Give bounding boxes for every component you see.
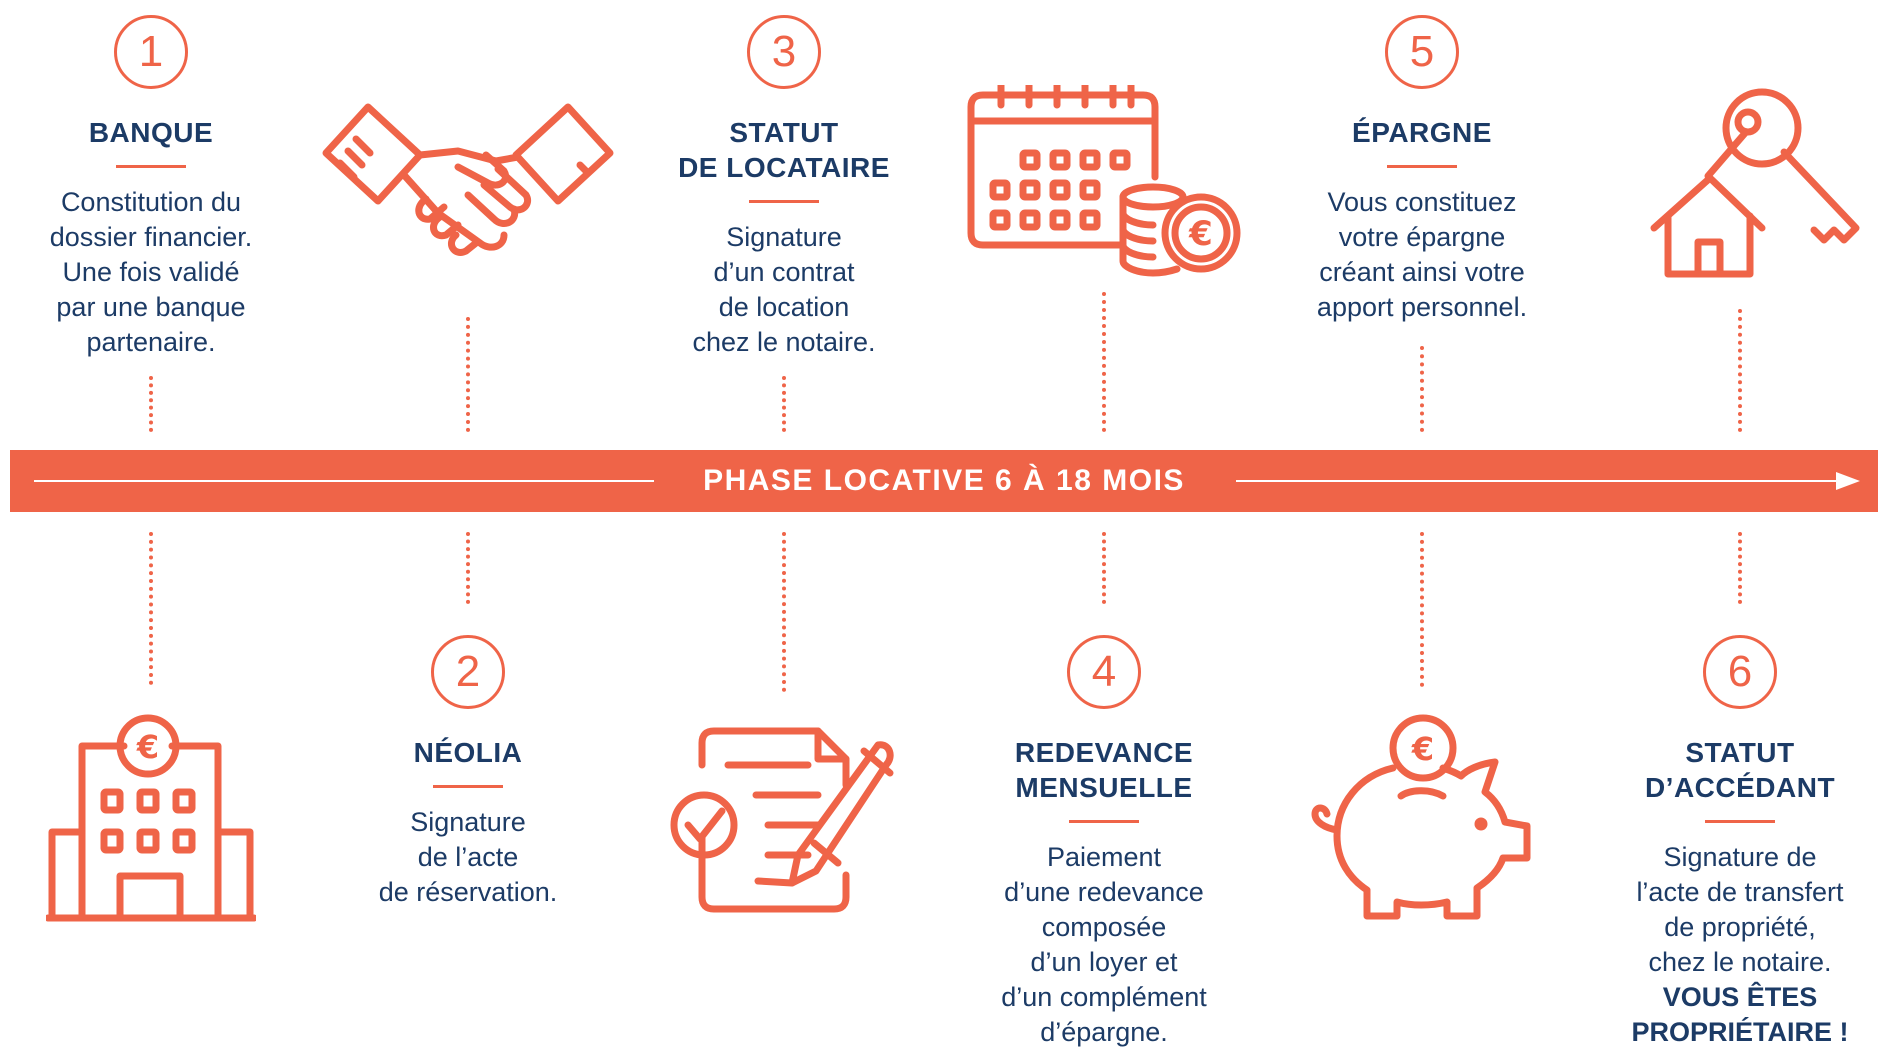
step-5-divider: [1387, 165, 1457, 168]
svg-text:€: €: [1411, 730, 1434, 768]
handshake-icon: [318, 95, 618, 275]
svg-text:€: €: [136, 728, 159, 766]
connector-step-1: [149, 376, 157, 432]
connector-step-4: [1102, 532, 1110, 604]
calendar-coins-icon: €: [965, 85, 1245, 285]
step-5-description: Vous constituez votre épargne créant ain…: [1316, 187, 1528, 322]
step-1-divider: [116, 165, 186, 168]
connector-step-3: [782, 376, 790, 432]
step-5-number: 5: [1385, 15, 1459, 89]
step-6-title: STATUT D’ACCÉDANT: [1644, 737, 1836, 803]
step-4: REDEVANCE MENSUELLE Paiement d’une redev…: [964, 735, 1244, 1050]
step-1-description: Constitution du dossier financier. Une f…: [49, 187, 253, 357]
connector-handshake: [466, 317, 474, 432]
step-6-divider: [1705, 820, 1775, 823]
step-2-title: NÉOLIA: [413, 737, 523, 768]
step-3-description: Signature d’un contrat de location chez …: [692, 222, 876, 357]
connector-contract: [782, 532, 790, 692]
step-5-title: ÉPARGNE: [1352, 117, 1492, 148]
connector-piggy: [1420, 532, 1428, 687]
piggy-bank-icon: €: [1305, 712, 1545, 924]
bank-building-euro-icon: €: [46, 712, 256, 924]
step-4-divider: [1069, 820, 1139, 823]
step-3-title: STATUT DE LOCATAIRE: [678, 117, 890, 183]
step-1: BANQUE Constitution du dossier financier…: [11, 115, 291, 360]
step-4-number: 4: [1067, 635, 1141, 709]
step-2-description: Signature de l’acte de réservation.: [378, 807, 558, 907]
contract-signature-icon: [668, 725, 903, 915]
step-6: STATUT D’ACCÉDANT Signature de l’acte de…: [1600, 735, 1880, 1050]
timeline-line-right: [1236, 480, 1846, 482]
step-2: NÉOLIA Signature de l’acte de réservatio…: [328, 735, 608, 910]
step-6-emphasis: VOUS ÊTES PROPRIÉTAIRE !: [1631, 982, 1849, 1047]
timeline-line-left: [34, 480, 654, 482]
step-4-description: Paiement d’une redevance composée d’un l…: [1001, 842, 1207, 1047]
connector-calendar: [1102, 292, 1110, 432]
step-3-divider: [749, 200, 819, 203]
step-1-number: 1: [114, 15, 188, 89]
timeline-arrowhead-icon: [1836, 472, 1860, 490]
step-4-title: REDEVANCE MENSUELLE: [1014, 737, 1194, 803]
connector-step-5: [1420, 346, 1428, 432]
step-1-title: BANQUE: [88, 117, 214, 148]
connector-house-key: [1738, 309, 1746, 432]
step-2-divider: [433, 785, 503, 788]
step-2-number: 2: [431, 635, 505, 709]
step-6-description: Signature de l’acte de transfert de prop…: [1636, 842, 1844, 977]
step-3-number: 3: [747, 15, 821, 89]
svg-text:€: €: [1188, 214, 1213, 254]
step-5: ÉPARGNE Vous constituez votre épargne cr…: [1282, 115, 1562, 325]
house-key-icon: [1650, 88, 1865, 278]
step-6-number: 6: [1703, 635, 1777, 709]
step-3: STATUT DE LOCATAIRE Signature d’un contr…: [644, 115, 924, 360]
connector-step-6: [1738, 532, 1746, 604]
connector-bank-building: [149, 532, 157, 685]
connector-step-2: [466, 532, 474, 604]
